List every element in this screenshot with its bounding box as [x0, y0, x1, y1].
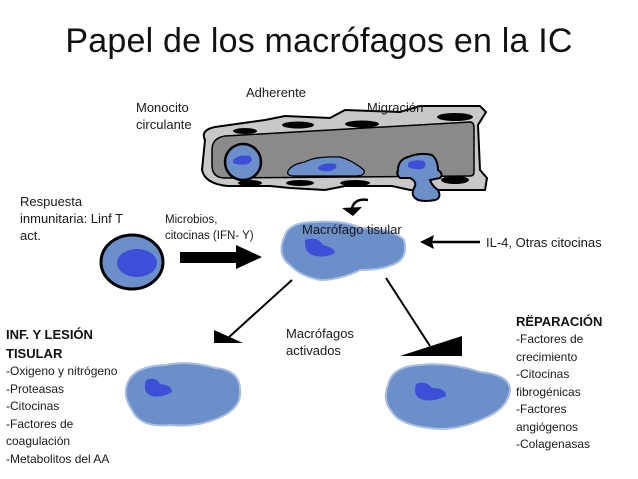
- list-item: -Proteasas: [6, 381, 65, 396]
- list-item: angiógenos: [516, 419, 579, 434]
- inflammation-panel: INF. Y LESIÓN TISULAR -Oxigeno y nitróge…: [6, 325, 117, 468]
- repair-panel: RËPARACIÓN -Factores de crecimiento -Cit…: [516, 312, 602, 454]
- list-item: -Factores de: [516, 332, 584, 346]
- circulating-monocyte-icon: [223, 142, 263, 182]
- list-item: -Citocinas: [6, 399, 60, 413]
- list-item: crecimiento: [516, 349, 578, 364]
- list-item: -Colagenasas: [516, 437, 591, 451]
- repair-heading: RËPARACIÓN: [516, 314, 603, 329]
- microbes-label: Microbios, citocinas (IFN- Y): [165, 214, 254, 242]
- list-item: -Factores: [516, 402, 567, 416]
- list-item: -Factores de: [6, 416, 74, 431]
- t-lymphocyte-icon: [99, 233, 165, 291]
- thick-arrow-right-icon: [180, 245, 262, 269]
- tissue-macrophage-label: Macrófago tisular: [302, 222, 402, 237]
- arrow-down-left-icon: [214, 279, 293, 343]
- page-title: Papel de los macrófagos en la IC: [65, 22, 573, 60]
- list-item: -Citocinas: [516, 367, 570, 381]
- tissue-macrophage-icon: [280, 220, 407, 282]
- repair-macrophage-icon: [384, 363, 512, 430]
- repair-list: -Factores de crecimiento -Citocinas fibr…: [516, 331, 602, 454]
- list-item: -Oxigeno y nitrógeno: [6, 364, 118, 378]
- list-item: fibrogénicas: [516, 384, 581, 399]
- inflammation-list: -Oxigeno y nitrógeno -Proteasas -Citocin…: [6, 363, 117, 468]
- arrow-left-icon: [420, 235, 480, 249]
- monocyte-label: Monocito circulante: [136, 100, 192, 132]
- migration-label: Migración: [367, 100, 424, 115]
- arrow-down-right-icon: [385, 277, 462, 356]
- inflammatory-macrophage-icon: [124, 362, 242, 427]
- immune-response-label: Respuesta inmunitaria: Linf T act.: [20, 194, 124, 243]
- il4-label: IL-4, Otras citocinas: [486, 235, 602, 250]
- adherent-monocyte-icon: [287, 156, 365, 177]
- activated-macrophages-label: Macrófagos activados: [286, 326, 354, 358]
- curved-arrow-icon: [342, 198, 369, 216]
- list-item: -Metabolitos del AA: [6, 451, 110, 466]
- list-item: coagulación: [6, 434, 71, 448]
- migrating-monocyte-icon: [396, 152, 443, 202]
- inflammation-heading: INF. Y LESIÓN TISULAR: [6, 327, 93, 361]
- adherent-label: Adherente: [246, 85, 306, 100]
